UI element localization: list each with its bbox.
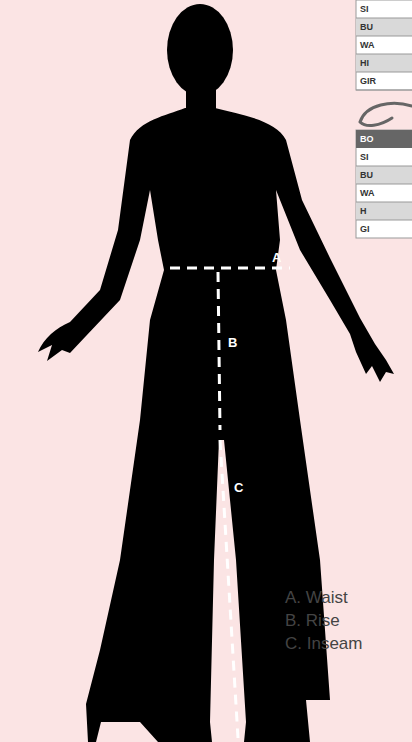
table-cell: H (360, 202, 367, 220)
table-cell: WA (360, 184, 375, 202)
table-cell: HI (360, 54, 369, 72)
table-cell: WA (360, 36, 375, 54)
table-cell: GI (360, 220, 370, 238)
woman-figure (38, 4, 394, 742)
table-cell: SI (360, 0, 369, 18)
table-cell: BU (360, 166, 373, 184)
table-cell: BU (360, 18, 373, 36)
table-cell: GIR (360, 72, 376, 90)
size-table (356, 0, 412, 238)
measure-lines (170, 268, 290, 738)
measure-letter: C (234, 480, 243, 496)
legend-text: A. Waist (285, 588, 348, 608)
waist-line (170, 267, 290, 270)
table-header: BO (360, 130, 374, 148)
measure-letter: A (272, 250, 281, 266)
measure-letter: B (228, 335, 237, 351)
rise-line (218, 272, 220, 430)
legend-text: C. Inseam (285, 634, 362, 654)
table-cell: SI (360, 148, 369, 166)
legend-text: B. Rise (285, 611, 340, 631)
